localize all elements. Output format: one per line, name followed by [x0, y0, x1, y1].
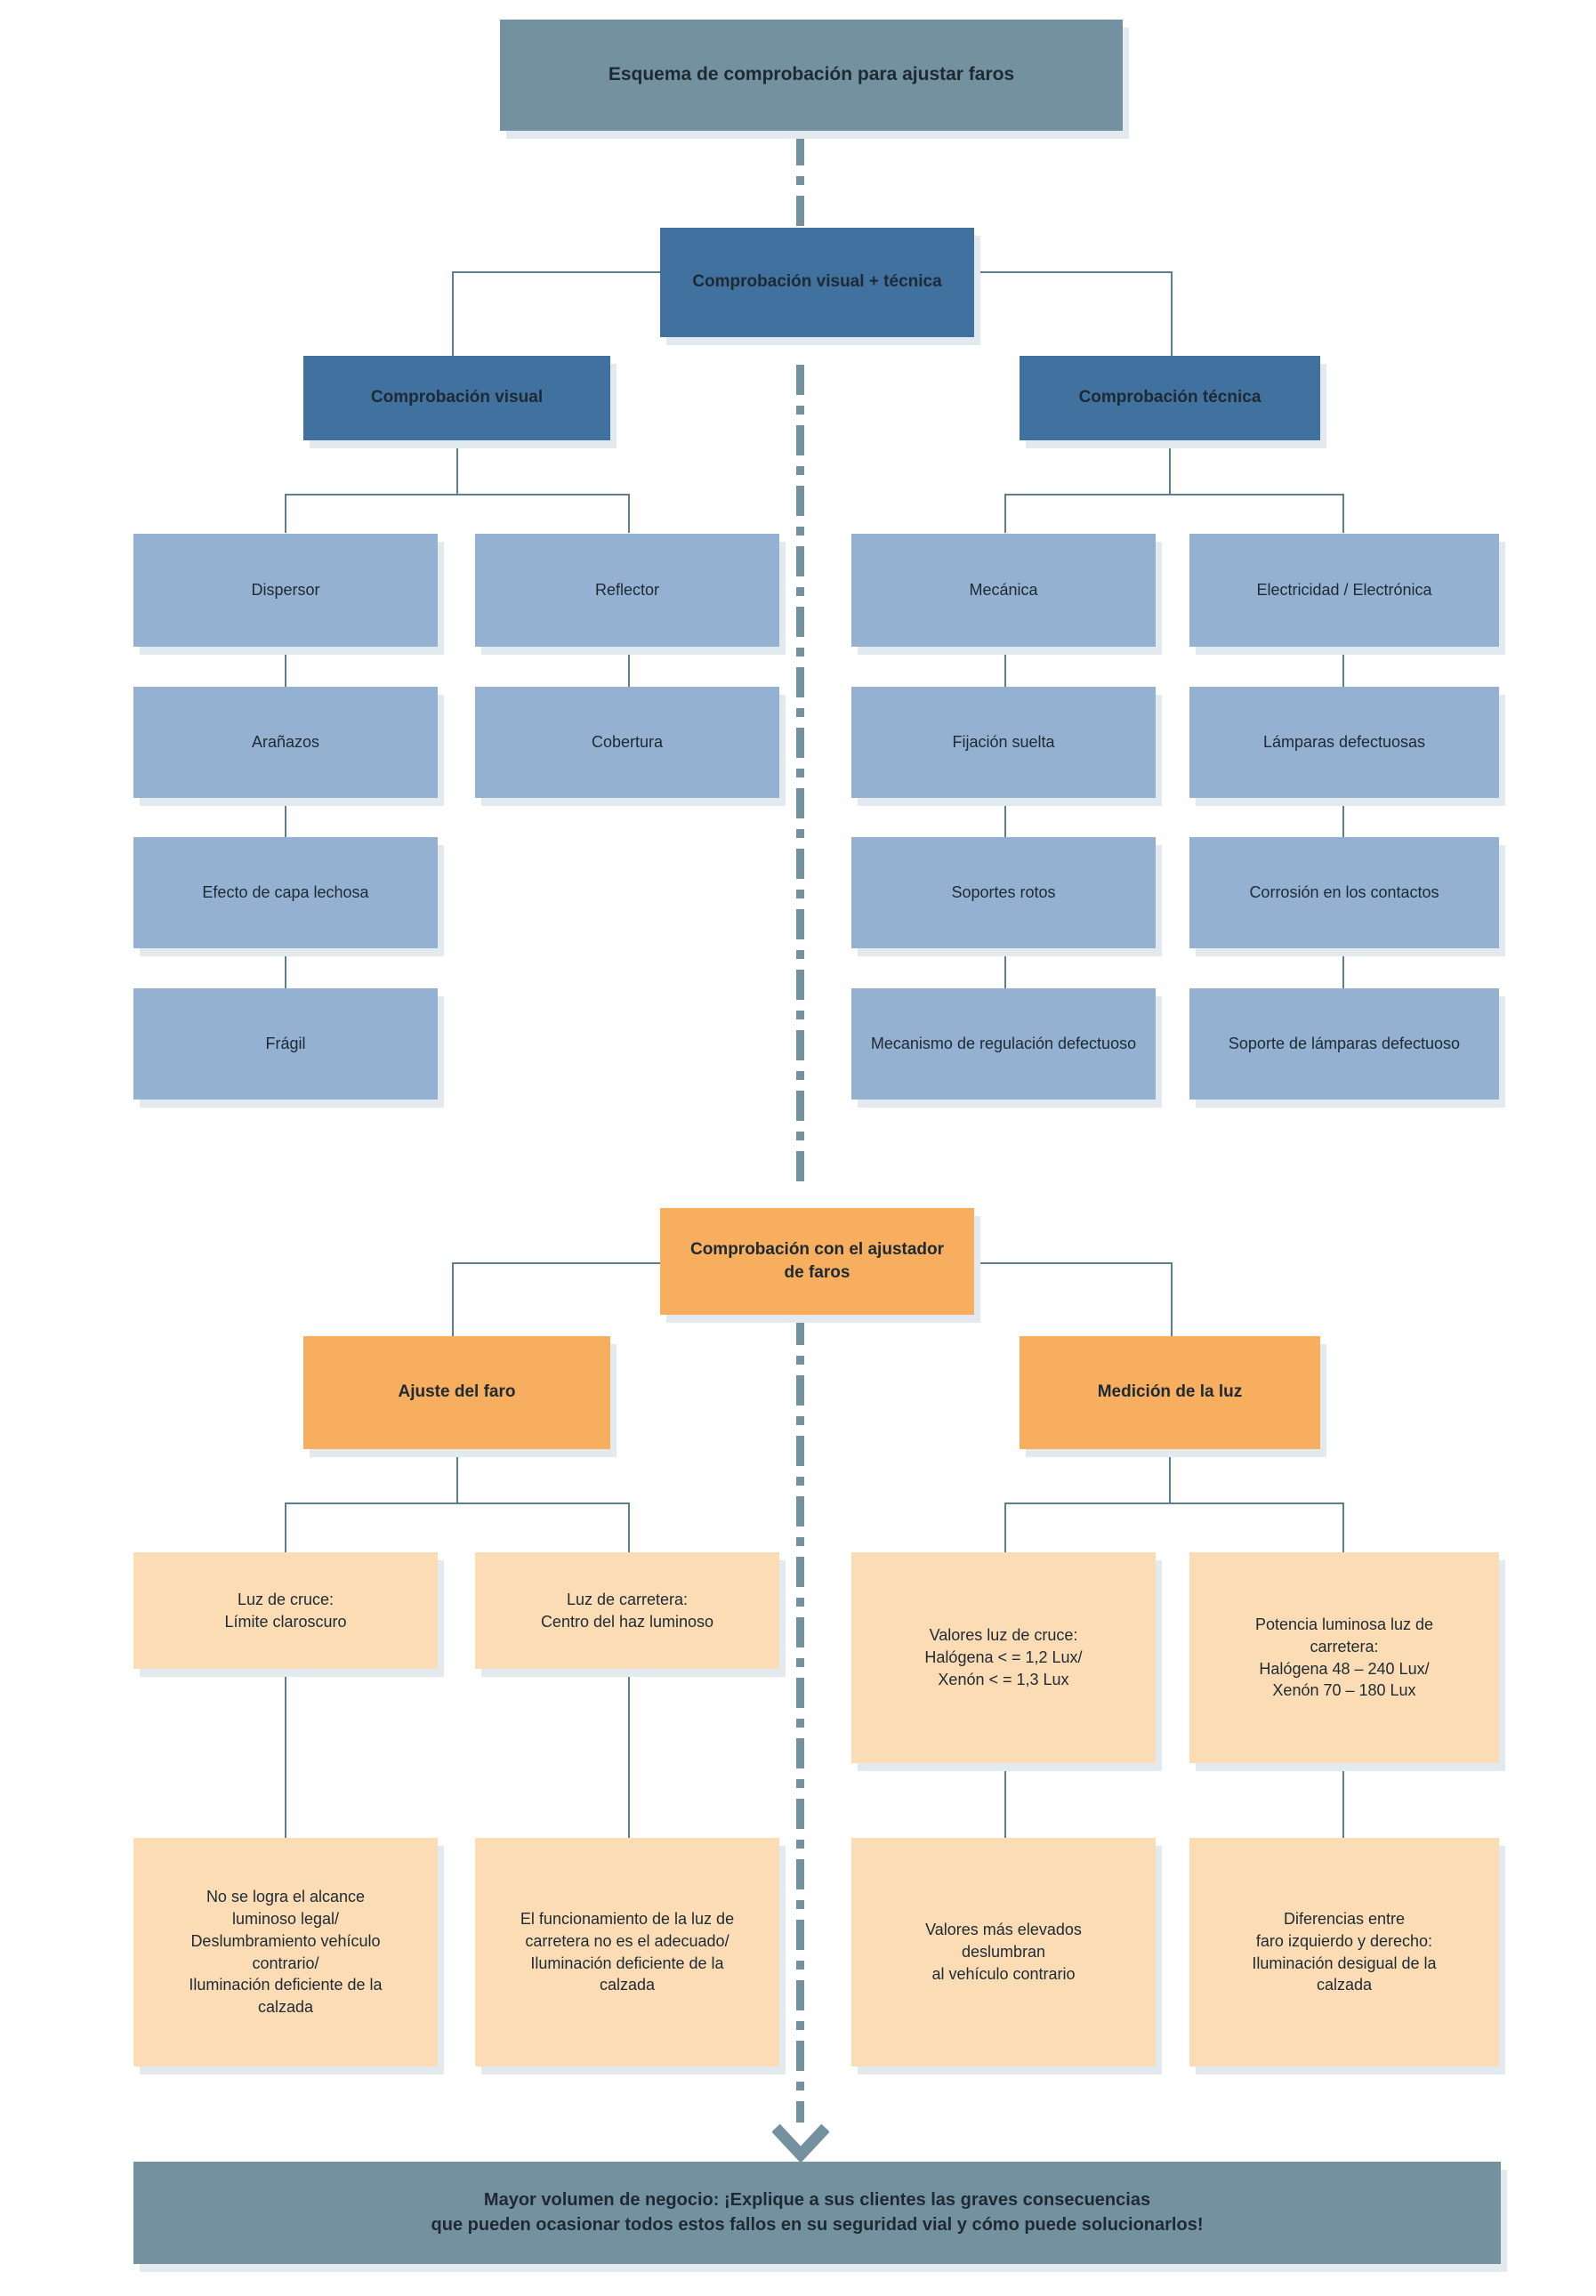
- branch-medicion-de-la-luz: Medición de la luz: [1020, 1336, 1320, 1449]
- node-efecto-capa-lechosa: Efecto de capa lechosa: [133, 837, 438, 948]
- node-fragil: Frágil: [133, 988, 438, 1100]
- node-result-alcance-luminoso: No se logra el alcance luminoso legal/ D…: [133, 1838, 438, 2066]
- node-result-diferencias-faros: Diferencias entre faro izquierdo y derec…: [1189, 1838, 1499, 2066]
- node-luz-de-carretera-head: Luz de carretera: Centro del haz luminos…: [475, 1552, 779, 1669]
- footer-banner: Mayor volumen de negocio: ¡Explique a su…: [133, 2162, 1501, 2264]
- node-lamparas-defectuosas: Lámparas defectuosas: [1189, 687, 1499, 798]
- branch-comprobacion-tecnica: Comprobación técnica: [1020, 356, 1320, 440]
- node-soporte-lamparas: Soporte de lámparas defectuoso: [1189, 988, 1499, 1100]
- branch-comprobacion-visual: Comprobación visual: [303, 356, 610, 440]
- node-corrosion-contactos: Corrosión en los contactos: [1189, 837, 1499, 948]
- footer-line-1: Mayor volumen de negocio: ¡Explique a su…: [483, 2189, 1151, 2210]
- node-potencia-luminosa-head: Potencia luminosa luz de carretera: Haló…: [1189, 1552, 1499, 1763]
- branch-ajuste-del-faro: Ajuste del faro: [303, 1336, 610, 1449]
- node-result-luz-carretera: El funcionamiento de la luz de carretera…: [475, 1838, 779, 2066]
- node-reflector: Reflector: [475, 534, 779, 647]
- node-result-valores-elevados: Valores más elevados deslumbran al vehíc…: [851, 1838, 1156, 2066]
- node-cobertura: Cobertura: [475, 687, 779, 798]
- node-electricidad-electronica: Electricidad / Electrónica: [1189, 534, 1499, 647]
- node-dispersor: Dispersor: [133, 534, 438, 647]
- title-box: Esquema de comprobación para ajustar far…: [500, 20, 1123, 131]
- node-fijacion-suelta: Fijación suelta: [851, 687, 1156, 798]
- footer-line-2: que pueden ocasionar todos estos fallos …: [431, 2214, 1204, 2235]
- node-valores-luz-de-cruce-head: Valores luz de cruce: Halógena < = 1,2 L…: [851, 1552, 1156, 1763]
- node-aranazos: Arañazos: [133, 687, 438, 798]
- root-ajustador-faros: Comprobación con el ajustador de faros: [660, 1208, 974, 1315]
- root-visual-tecnica: Comprobación visual + técnica: [660, 228, 974, 337]
- node-luz-de-cruce-head: Luz de cruce: Límite claroscuro: [133, 1552, 438, 1669]
- node-mecanica: Mecánica: [851, 534, 1156, 647]
- node-soportes-rotos: Soportes rotos: [851, 837, 1156, 948]
- node-mecanismo-regulacion: Mecanismo de regulación defectuoso: [851, 988, 1156, 1100]
